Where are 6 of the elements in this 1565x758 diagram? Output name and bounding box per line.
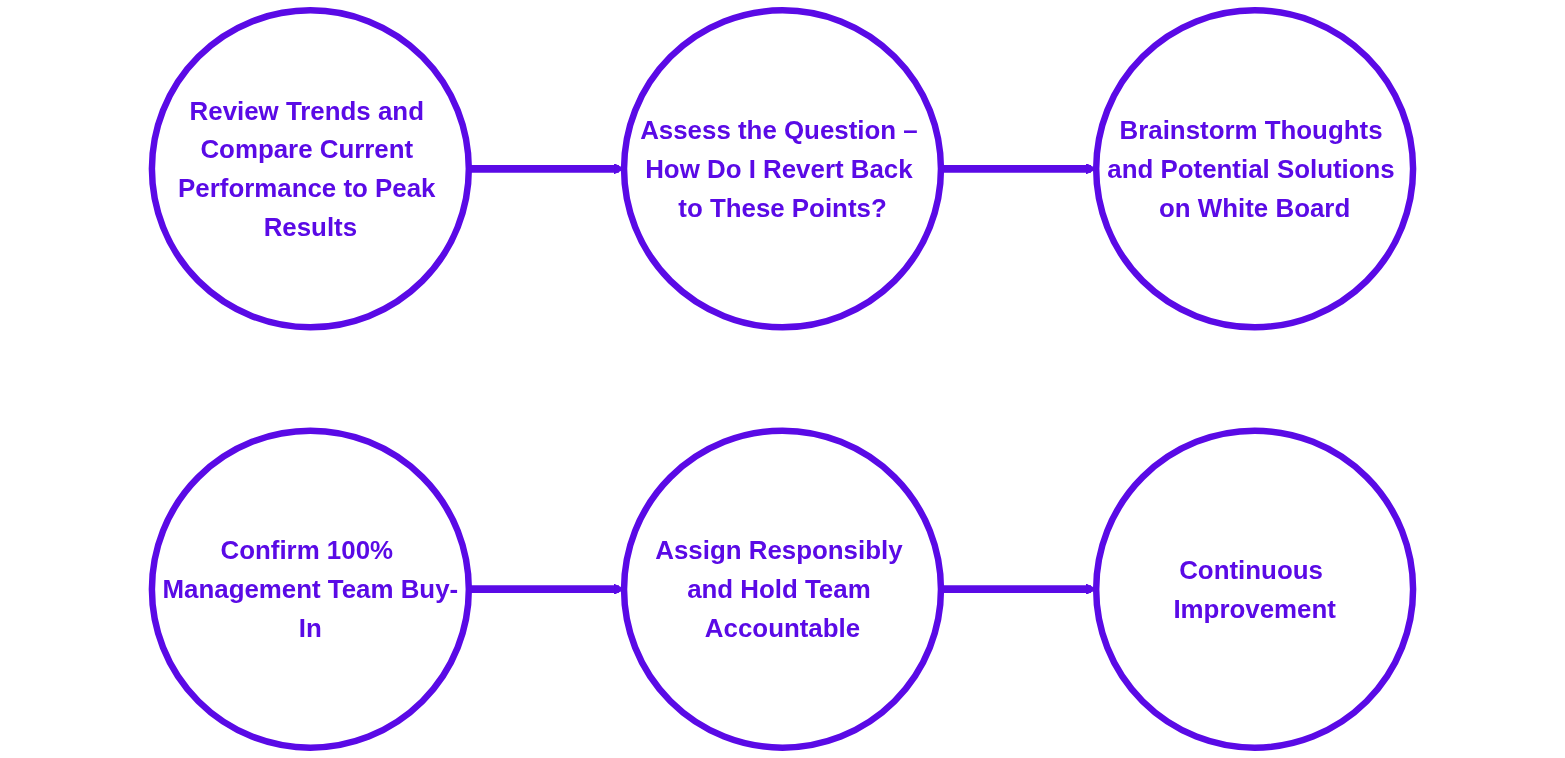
node-circle: Continuous Improvement — [1092, 427, 1417, 751]
node-circle: Assign Responsibly and Hold Team Accountable — [620, 427, 945, 751]
node-circle: Brainstorm Thoughts and Potential Solutions on White Board — [1092, 7, 1417, 331]
node-circle: Assess the Question – How Do I Revert Back to These Points? — [620, 7, 945, 331]
node-circle: Review Trends and Compare Current Performance to Peak Results — [148, 7, 473, 331]
node-circle: Confirm 100% Management Team Buy-In — [148, 427, 473, 751]
